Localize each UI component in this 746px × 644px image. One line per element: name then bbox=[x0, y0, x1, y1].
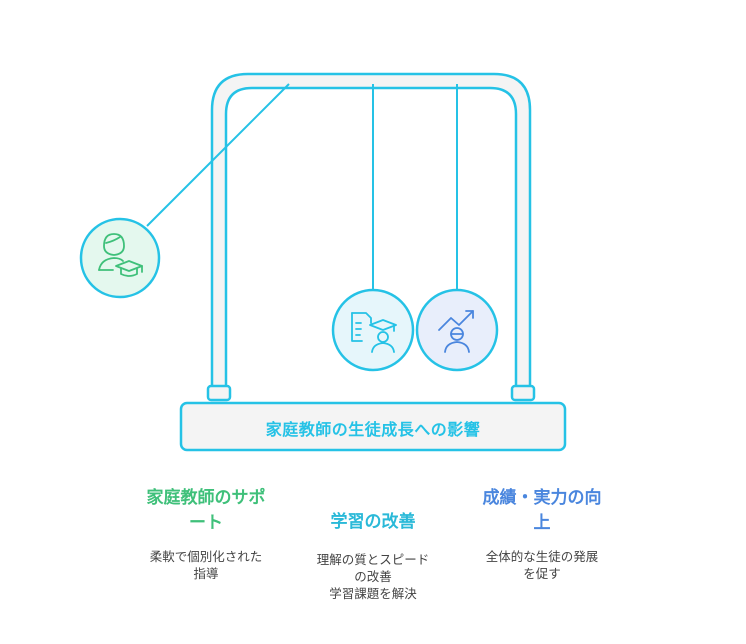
left-foot bbox=[206, 384, 232, 402]
column-title: 学習の改善 bbox=[292, 510, 454, 535]
string-1 bbox=[146, 83, 290, 227]
column-description: 柔軟で個別化された 指導 bbox=[130, 548, 282, 582]
desc-line: 柔軟で個別化された bbox=[149, 549, 263, 564]
column-tutor-support: 家庭教師のサポ ート 柔軟で個別化された 指導 bbox=[130, 486, 282, 582]
desc-line: 学習課題を解決 bbox=[329, 586, 417, 601]
title-line: 成績・実力の向 bbox=[482, 488, 602, 508]
desc-line: の改善 bbox=[354, 569, 392, 584]
document-student-icon bbox=[351, 312, 397, 353]
title-line: 上 bbox=[533, 513, 551, 533]
ball-tutor bbox=[79, 217, 161, 299]
column-description: 全体的な生徒の発展 を促す bbox=[462, 548, 622, 582]
title-line: 学習の改善 bbox=[330, 512, 416, 532]
growth-student-icon bbox=[438, 310, 474, 353]
desc-line: 全体的な生徒の発展 bbox=[485, 549, 599, 564]
desc-line: 指導 bbox=[193, 566, 219, 581]
title-line: ート bbox=[189, 513, 223, 533]
right-foot bbox=[510, 384, 536, 402]
column-learning-improvement: 学習の改善 理解の質とスピード の改善 学習課題を解決 bbox=[292, 510, 454, 602]
column-description: 理解の質とスピード の改善 学習課題を解決 bbox=[292, 551, 454, 602]
title-line: 家庭教師のサポ bbox=[146, 488, 266, 508]
column-title: 家庭教師のサポ ート bbox=[130, 486, 282, 536]
column-title: 成績・実力の向 上 bbox=[462, 486, 622, 536]
ball-document bbox=[331, 288, 415, 372]
base-label: 家庭教師の生徒成長への影響 bbox=[265, 419, 481, 439]
tutor-graduate-icon bbox=[98, 233, 143, 277]
column-grades-improvement: 成績・実力の向 上 全体的な生徒の発展 を促す bbox=[462, 486, 622, 582]
desc-line: を促す bbox=[523, 566, 561, 581]
desc-line: 理解の質とスピード bbox=[316, 552, 430, 567]
ball-growth bbox=[415, 288, 499, 372]
cradle-base bbox=[179, 401, 567, 452]
